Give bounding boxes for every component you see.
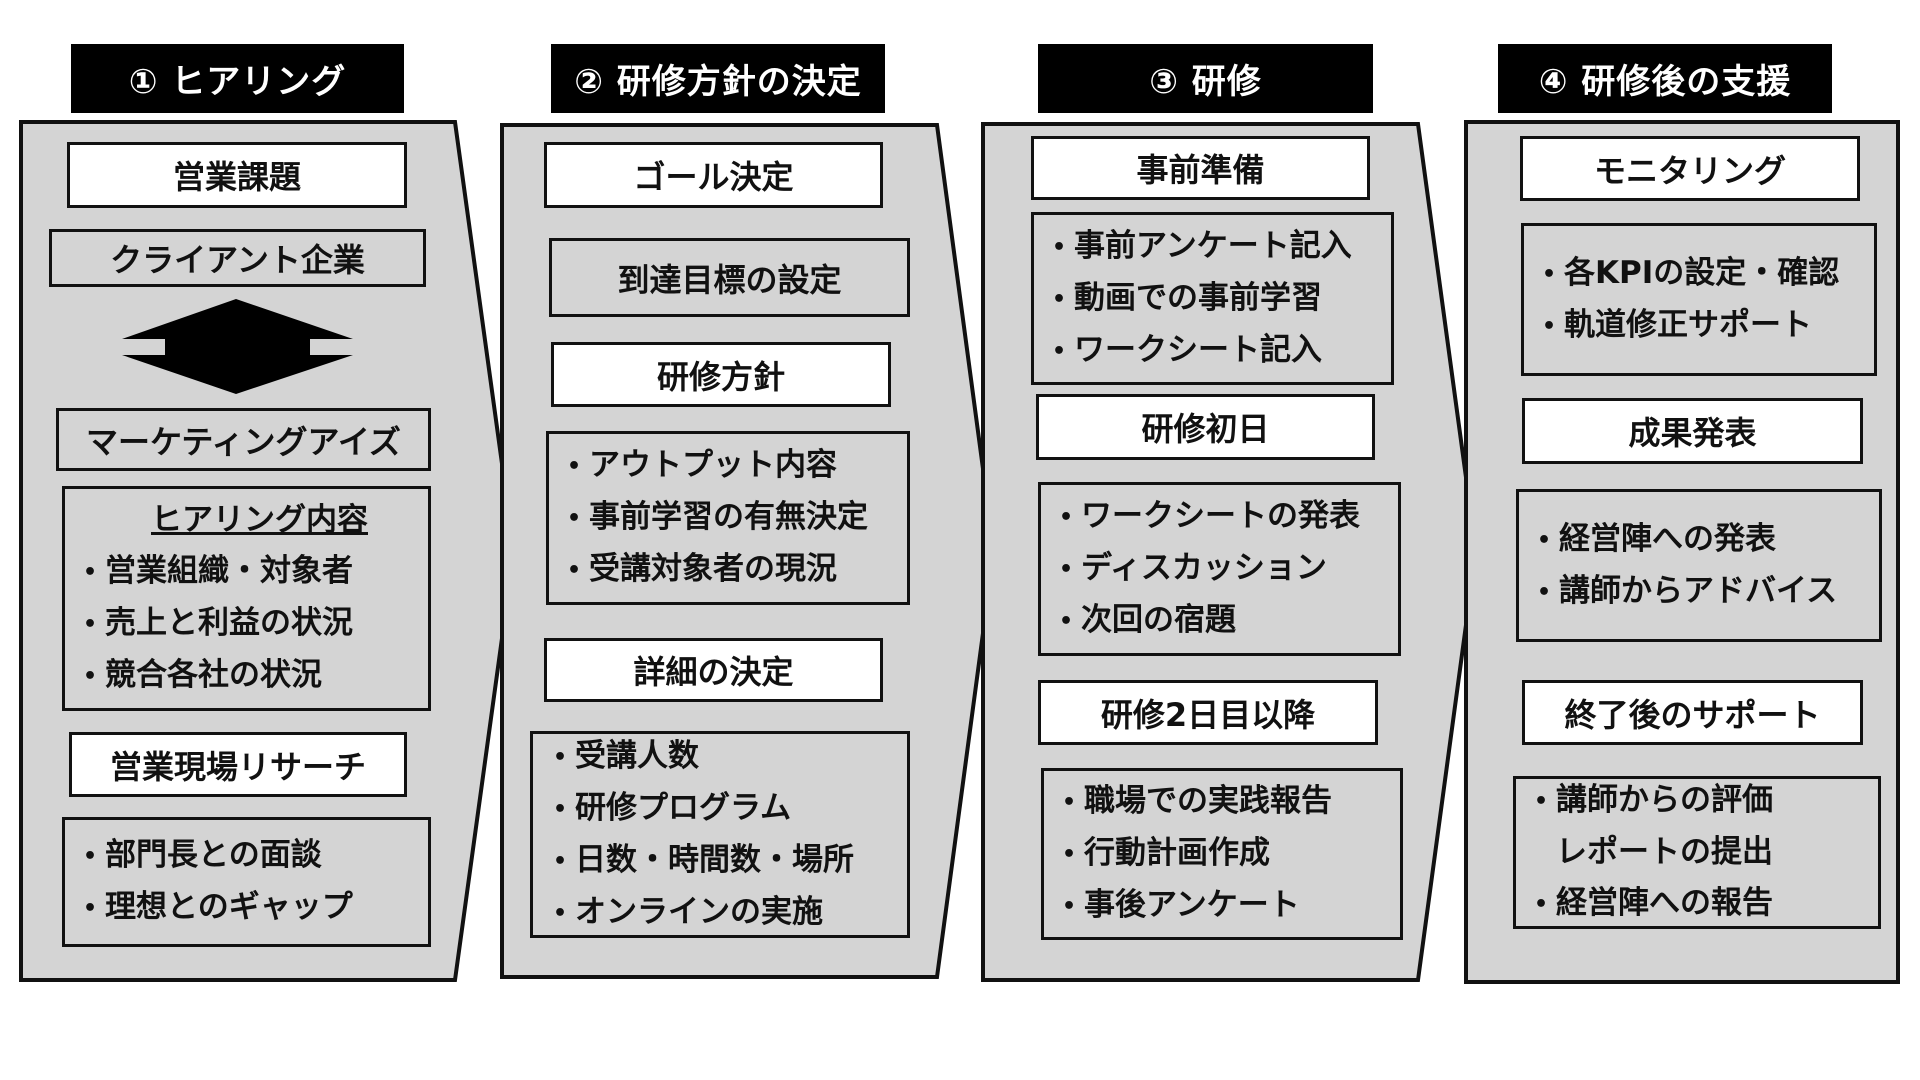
day-two-onward-list: 職場での実践報告 行動計画作成 事後アンケート (1041, 768, 1403, 940)
list-item: 行動計画作成 (1062, 828, 1400, 880)
list-item: 受講対象者の現況 (567, 544, 907, 596)
sales-issue-box: 営業課題 (67, 142, 407, 208)
list-item: 各KPIの設定・確認 (1542, 248, 1874, 300)
target-setting-box: 到達目標の設定 (549, 238, 910, 317)
results-presentation-box: 成果発表 (1522, 398, 1863, 464)
training-policy-box: 研修方針 (551, 342, 891, 407)
list-item: ディスカッション (1059, 543, 1398, 595)
list-item: 経営陣への報告 (1534, 878, 1878, 930)
post-training-support-list: 講師からの評価 レポートの提出 経営陣への報告 (1513, 776, 1881, 929)
day-two-onward-box: 研修2日目以降 (1038, 680, 1378, 745)
list-item: 経営陣への発表 (1537, 514, 1879, 566)
marketing-eyes-box: マーケティングアイズ (56, 408, 431, 471)
list-item: 売上と利益の状況 (83, 598, 428, 650)
first-day-list: ワークシートの発表 ディスカッション 次回の宿題 (1038, 482, 1401, 656)
results-presentation-list: 経営陣への発表 講師からアドバイス (1516, 489, 1882, 642)
list-item: 事前学習の有無決定 (567, 492, 907, 544)
detail-decision-list: 受講人数 研修プログラム 日数・時間数・場所 オンラインの実施 (530, 731, 910, 938)
list-item: 日数・時間数・場所 (553, 835, 907, 887)
list-item: 事前アンケート記入 (1052, 221, 1391, 273)
list-item: アウトプット内容 (567, 440, 907, 492)
field-research-list: 部門長との面談 理想とのギャップ (62, 817, 431, 947)
list-item: ワークシート記入 (1052, 325, 1391, 377)
double-arrow-icon (122, 299, 353, 394)
list-item: 理想とのギャップ (83, 882, 428, 934)
hearing-content-list: ヒアリング内容 営業組織・対象者 売上と利益の状況 競合各社の状況 (62, 486, 431, 711)
training-policy-list: アウトプット内容 事前学習の有無決定 受講対象者の現況 (546, 431, 910, 605)
list-item: 事後アンケート (1062, 880, 1400, 932)
list-item: レポートの提出 (1556, 834, 1773, 870)
preparation-box: 事前準備 (1031, 136, 1370, 200)
list-item: 研修プログラム (553, 783, 907, 835)
list-item: 次回の宿題 (1059, 595, 1398, 647)
list-item: 動画での事前学習 (1052, 273, 1391, 325)
list-item: 軌道修正サポート (1542, 300, 1874, 352)
goal-decision-box: ゴール決定 (544, 142, 883, 208)
step-1-header: ① ヒアリング (71, 44, 404, 113)
detail-decision-box: 詳細の決定 (544, 638, 883, 702)
step-4-header: ④ 研修後の支援 (1498, 44, 1832, 113)
list-item: 受講人数 (553, 731, 907, 783)
list-item: オンラインの実施 (553, 887, 907, 939)
post-training-support-box: 終了後のサポート (1522, 680, 1863, 745)
list-item: 講師からアドバイス (1537, 566, 1879, 618)
list-item: 講師からの評価 (1534, 775, 1878, 827)
monitoring-box: モニタリング (1520, 136, 1860, 201)
hearing-content-title: ヒアリング内容 (151, 502, 368, 538)
client-company-box: クライアント企業 (49, 229, 426, 287)
list-item: 競合各社の状況 (83, 650, 428, 702)
first-day-box: 研修初日 (1036, 394, 1375, 460)
monitoring-list: 各KPIの設定・確認 軌道修正サポート (1521, 223, 1877, 376)
list-item: 職場での実践報告 (1062, 776, 1400, 828)
list-item: ワークシートの発表 (1059, 491, 1398, 543)
list-item: 部門長との面談 (83, 830, 428, 882)
field-research-box: 営業現場リサーチ (69, 732, 407, 797)
step-2-header: ② 研修方針の決定 (551, 44, 885, 113)
list-item: 営業組織・対象者 (83, 546, 428, 598)
step-3-header: ③ 研修 (1038, 44, 1373, 113)
preparation-list: 事前アンケート記入 動画での事前学習 ワークシート記入 (1031, 212, 1394, 385)
